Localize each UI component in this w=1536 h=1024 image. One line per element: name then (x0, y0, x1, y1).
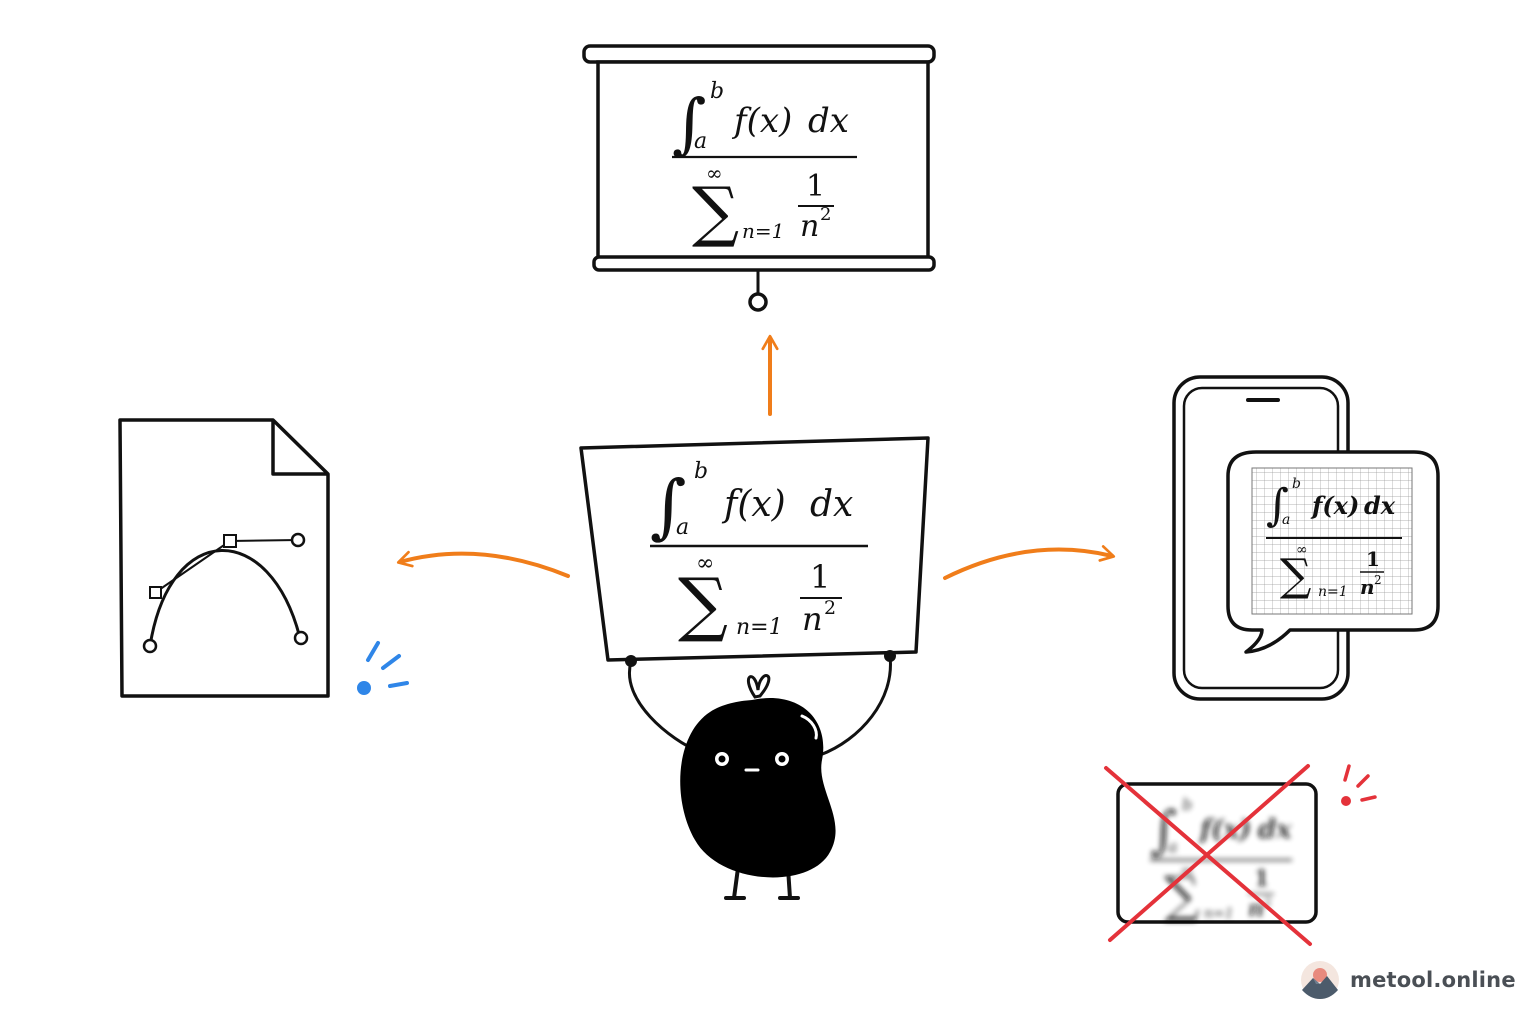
sparkle-blue (357, 641, 409, 695)
frac-numerator: 1 (1366, 547, 1380, 571)
sum-upper: ∞ (696, 551, 714, 576)
sum-lower: n=1 (742, 219, 784, 243)
exponent: 2 (824, 597, 836, 619)
sum-upper: ∞ (706, 161, 723, 185)
sum-lower: n=1 (736, 615, 783, 640)
integral-upper: b (710, 79, 724, 104)
cross-red-icon (1104, 764, 1312, 946)
sum-sign: ∑ (1280, 550, 1311, 601)
vector-file-icon (118, 418, 330, 698)
brand-watermark: metool.online (1300, 958, 1524, 1002)
exponent: 2 (820, 204, 831, 225)
sum-upper: ∞ (1296, 542, 1308, 558)
formula-projector: ∫ b a f(x) dx ∞ ∑ n=1 1 n 2 (672, 79, 857, 250)
frac-denominator: n (802, 600, 823, 638)
integral-lower: a (694, 129, 707, 154)
sum-lower: n=1 (1318, 584, 1348, 600)
frac-numerator: 1 (1254, 866, 1269, 892)
integral-lower: a (676, 515, 689, 540)
mascot-character (627, 655, 892, 900)
differential: dx (808, 101, 849, 141)
integral-lower: a (1168, 837, 1178, 856)
exponent: 2 (1374, 573, 1382, 587)
differential: dx (1364, 491, 1396, 520)
brand-text: metool.online (1350, 968, 1516, 992)
arrow-right (943, 545, 1116, 580)
brand-logo-icon (1301, 961, 1339, 999)
integrand: f(x) (721, 484, 786, 525)
sum-sign: ∑ (692, 173, 739, 250)
formula-board: ∫ b a f(x) dx ∞ ∑ n=1 1 n 2 (650, 459, 868, 645)
integral-lower: a (1282, 512, 1290, 528)
frac-denominator: n (800, 209, 819, 244)
integral-upper: b (1292, 476, 1301, 492)
chat-bubble (1226, 450, 1440, 654)
projector-screen-icon (582, 44, 936, 312)
exponent: 2 (1264, 895, 1272, 909)
integral-upper: b (1182, 795, 1192, 814)
formula-pixelated: ∫ b a f(x) dx ∞ ∑ n=1 1 n 2 (1266, 476, 1402, 601)
sum-sign: ∑ (678, 563, 728, 645)
differential: dx (810, 484, 853, 525)
arrows (396, 334, 1116, 580)
sparkle-red (1341, 764, 1377, 806)
differential: dx (1258, 815, 1292, 845)
integral-sign: ∫ (1266, 480, 1289, 531)
integral-upper: b (694, 459, 708, 484)
held-board (579, 436, 930, 667)
frac-numerator: 1 (806, 169, 825, 204)
frac-numerator: 1 (810, 558, 830, 596)
frac-denominator: n (1360, 575, 1375, 599)
integrand: f(x) (1310, 491, 1359, 520)
arrow-left (396, 550, 570, 578)
integral-sign: ∫ (650, 465, 686, 547)
integral-sign: ∫ (672, 85, 706, 162)
integrand: f(x) (731, 101, 792, 141)
sum-lower: n=1 (1204, 906, 1234, 922)
